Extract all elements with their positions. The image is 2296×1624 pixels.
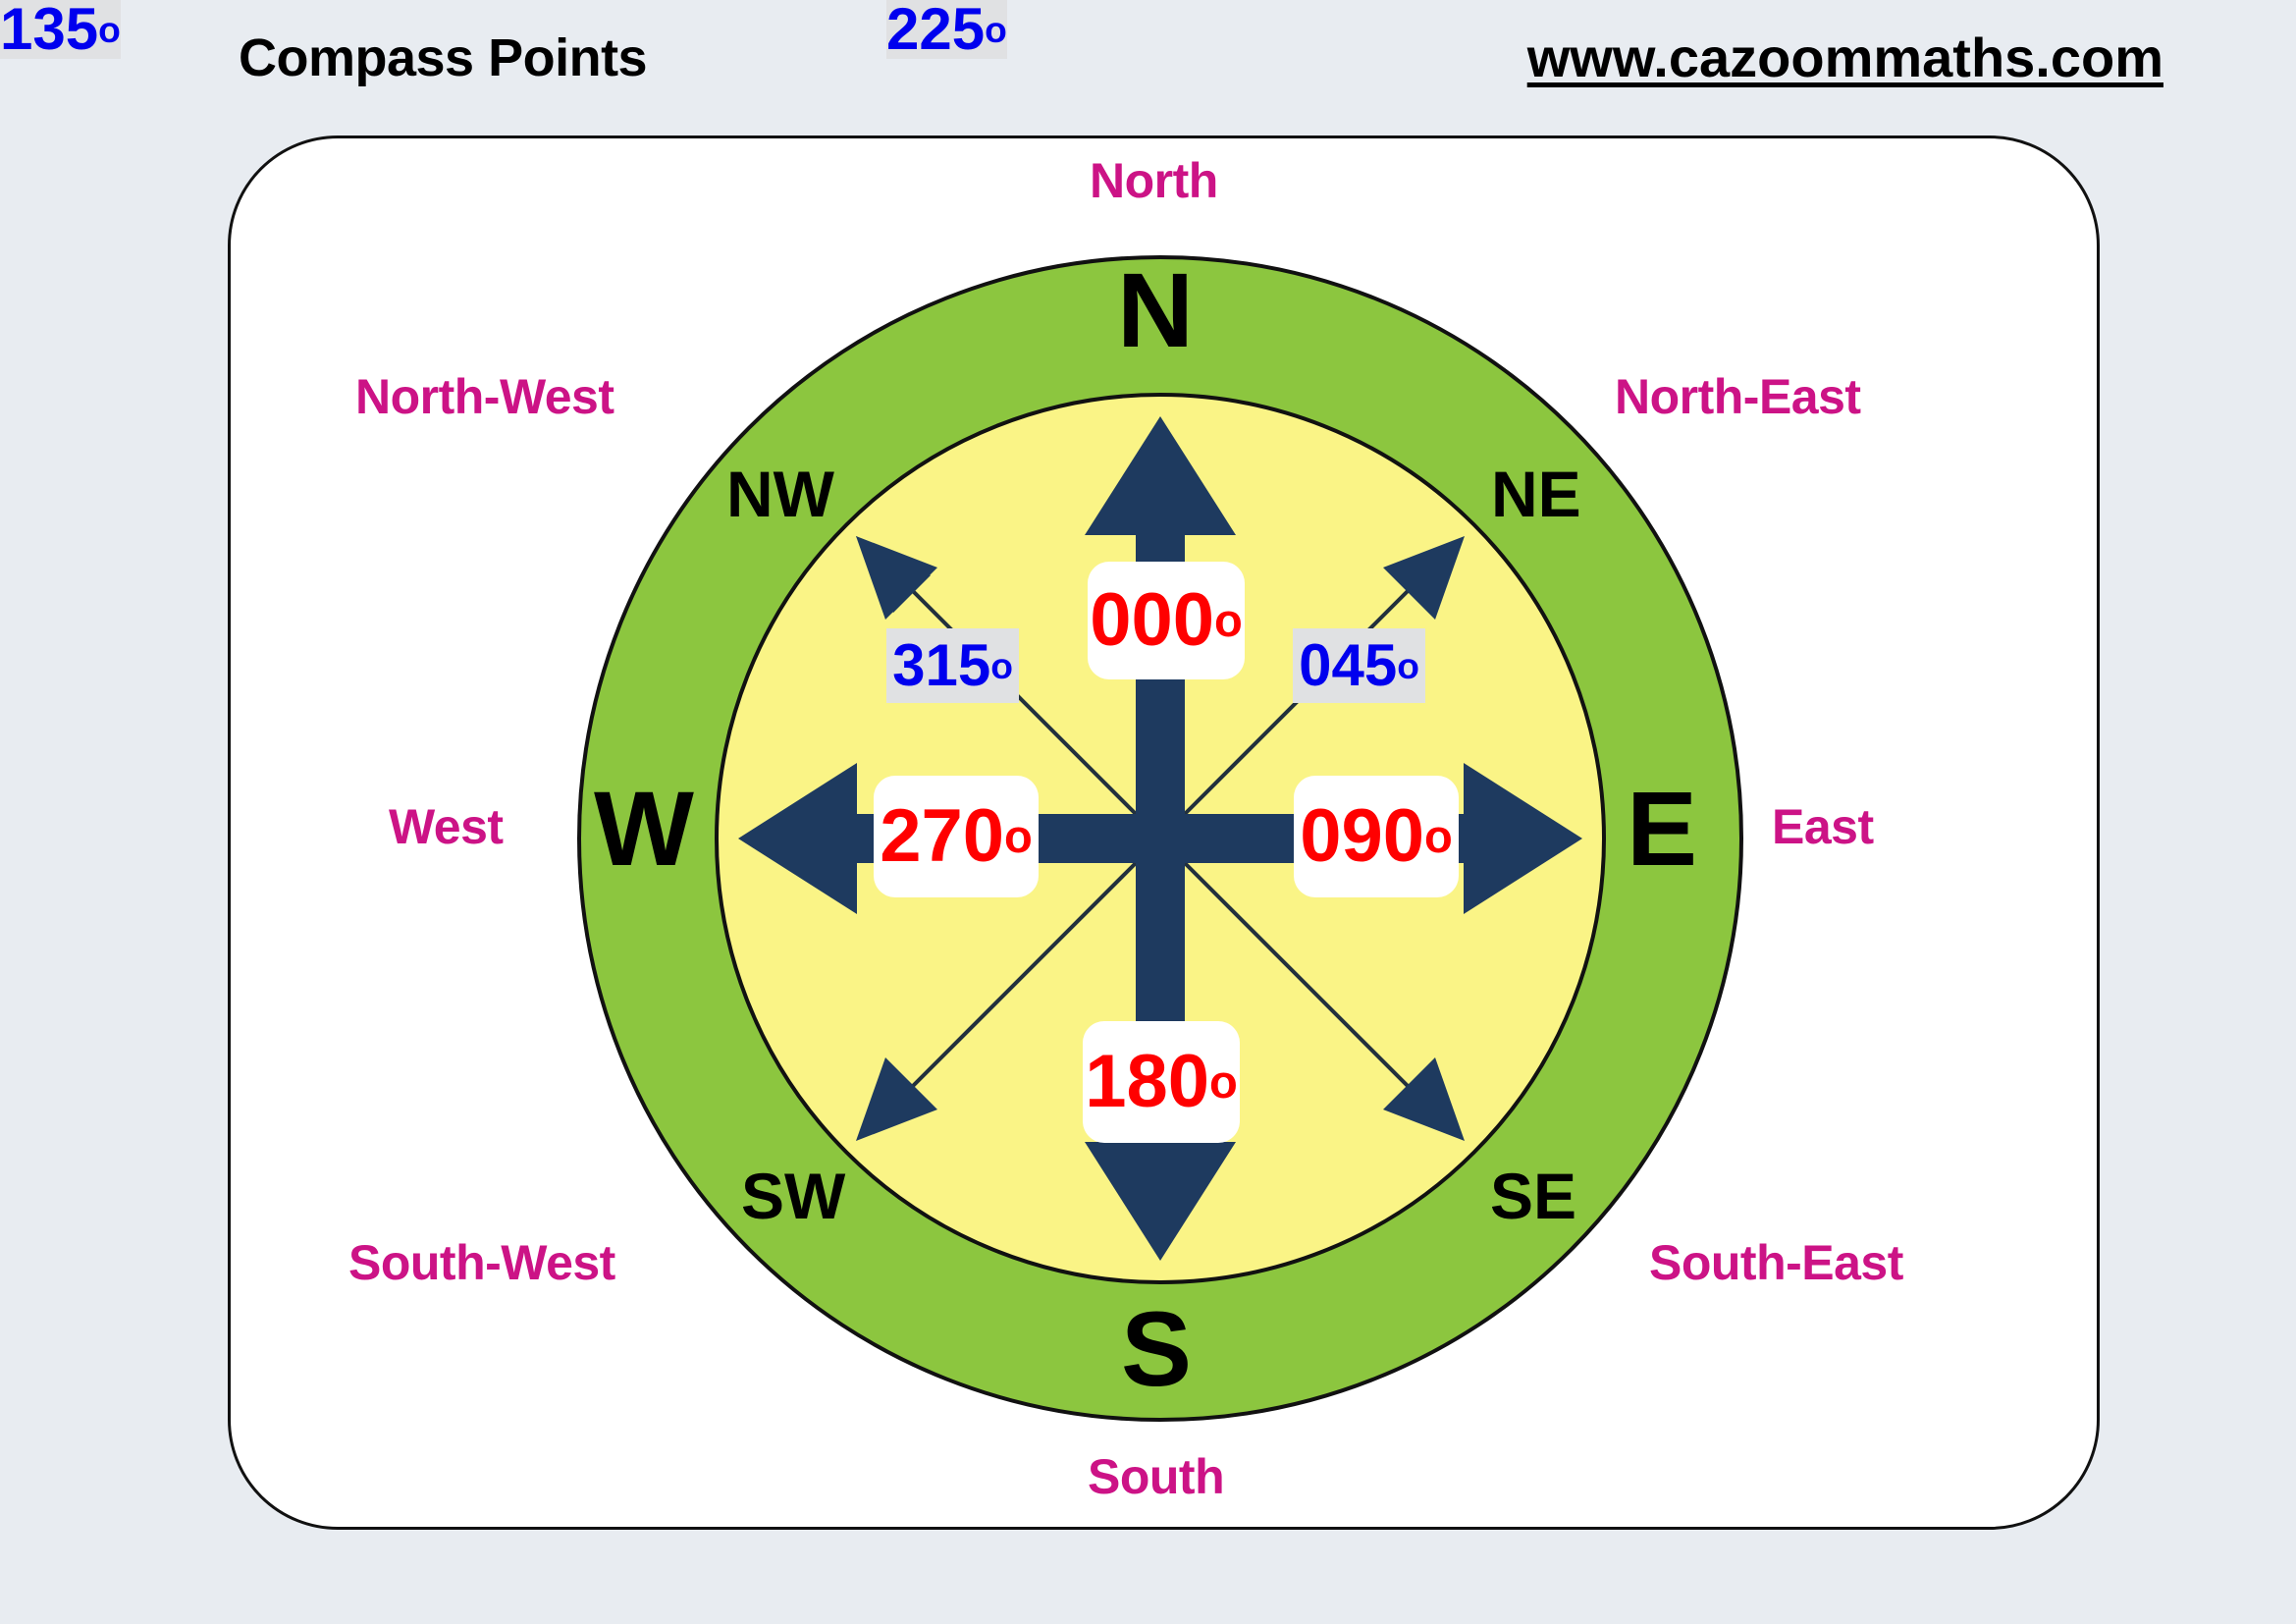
website-url[interactable]: www.cazoommaths.com	[1526, 27, 2163, 88]
diagram-card	[228, 135, 2100, 1530]
page-header: Compass Points www.cazoommaths.com	[0, 0, 2296, 108]
page-title: Compass Points	[239, 28, 648, 87]
